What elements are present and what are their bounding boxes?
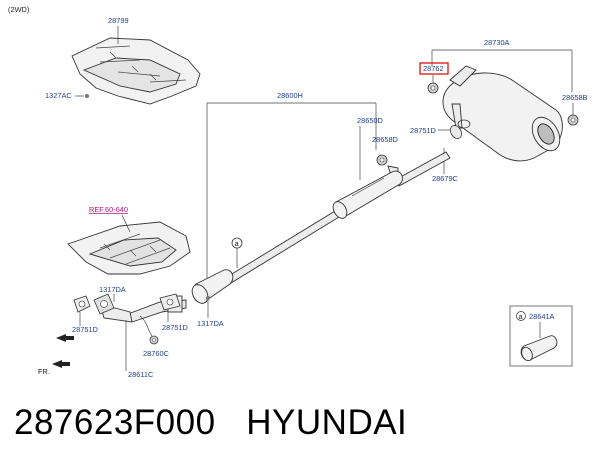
center-pipe-assembly (221, 151, 451, 287)
label-1317DA-mid: 1317DA (197, 319, 224, 328)
label-28611C: 28611C (128, 370, 154, 379)
label-28600H: 28600H (277, 91, 303, 100)
bolt-1327AC (85, 94, 89, 98)
front-pipe-catalytic (99, 269, 234, 323)
flange-left (93, 293, 115, 315)
leader-28600H (206, 102, 377, 288)
label-28751D-left: 28751D (72, 325, 98, 334)
label-28751D-mid: 28751D (162, 323, 188, 332)
inset-28641A (509, 305, 573, 367)
hanger-28658B (567, 114, 579, 126)
bolt-1317DA-mid (206, 296, 210, 300)
heat-shield-front (67, 221, 191, 275)
label-ref-60-640: REF.60-640 (89, 205, 128, 214)
label-1317DA-left: 1317DA (99, 285, 126, 294)
variant-label: (2WD) (8, 5, 29, 14)
gasket-28751D-mid (159, 293, 181, 311)
label-28658B: 28658B (562, 93, 588, 102)
label-28760C: 28760C (143, 349, 170, 358)
leader-ref (121, 214, 131, 233)
caption-brand: HYUNDAI (246, 403, 408, 442)
gasket-28751D-left (73, 295, 91, 313)
rear-muffler-28730A (442, 65, 563, 162)
clamp-28760C (149, 335, 159, 345)
label-28799: 28799 (108, 16, 129, 25)
gasket-28751D-top (450, 119, 471, 139)
label-28658D: 28658D (372, 135, 398, 144)
front-direction-arrow (52, 334, 74, 368)
label-28762: 28762 (423, 64, 444, 73)
label-28679C: 28679C (432, 174, 459, 183)
inset-callout-a: a (519, 312, 524, 321)
hanger-28762 (427, 82, 439, 94)
label-28650D: 28650D (357, 116, 383, 125)
highlight-28762 (419, 62, 449, 75)
caption: 287623F000 HYUNDAI (14, 403, 407, 443)
label-front: FR. (38, 367, 50, 376)
label-28641A: 28641A (529, 312, 555, 321)
label-28751D-top: 28751D (410, 126, 436, 135)
label-1327AC: 1327AC (45, 91, 72, 100)
sensor-wire (139, 315, 153, 337)
heat-shield-28799 (71, 37, 201, 105)
hanger-28658D (376, 154, 388, 166)
label-28730A: 28730A (484, 38, 510, 47)
caption-part-number: 287623F000 (14, 403, 216, 442)
callout-a-label: a (235, 239, 240, 248)
